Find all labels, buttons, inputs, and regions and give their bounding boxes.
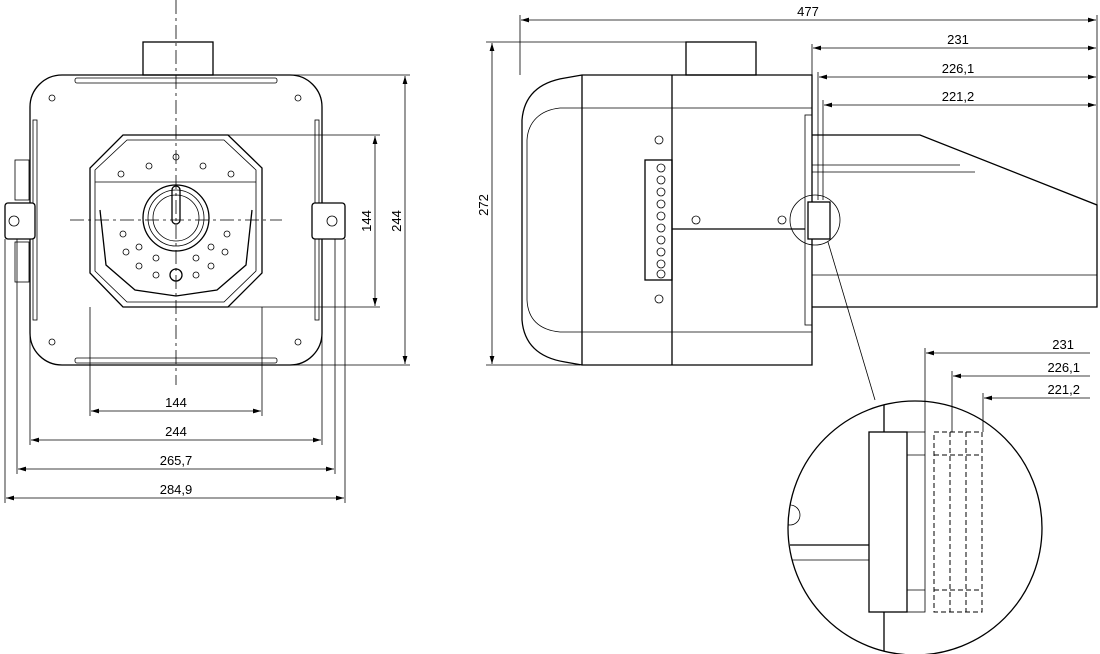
feed-tube — [812, 134, 1098, 308]
dim-front-width-brackets: 265,7 — [160, 453, 193, 468]
flue-stub — [142, 41, 214, 76]
detail-dim-231: 231 — [1052, 337, 1074, 352]
dim-side-height-total: 272 — [476, 194, 491, 216]
detail-dim-221-2: 221,2 — [1047, 382, 1080, 397]
right-bracket — [311, 202, 346, 240]
dim-front-width-outer: 244 — [165, 424, 187, 439]
detail-view: 231 226,1 221,2 — [787, 337, 1090, 654]
dim-front-height-inner: 144 — [359, 210, 374, 232]
dim-front-height-outer: 244 — [389, 210, 404, 232]
side-housing — [521, 74, 813, 366]
left-bracket — [4, 202, 36, 240]
corner-holes — [48, 94, 302, 346]
dim-tube-231: 231 — [947, 32, 969, 47]
detail-marker — [789, 194, 841, 246]
detail-dim-226-1: 226,1 — [1047, 360, 1080, 375]
dim-side-length-total: 477 — [797, 4, 819, 19]
dim-tube-221-2: 221,2 — [942, 89, 975, 104]
side-view: 477 272 231 226,1 221,2 — [476, 4, 1098, 401]
flue-stub-side — [685, 41, 757, 76]
front-view: 144 244 144 244 265,7 284,9 — [4, 0, 410, 503]
dim-front-width-total: 284,9 — [160, 482, 193, 497]
terminal-block — [644, 159, 673, 281]
detail-circle — [787, 400, 1043, 654]
dim-tube-226-1: 226,1 — [942, 61, 975, 76]
grate-holes — [117, 153, 235, 282]
dim-front-width-inner: 144 — [165, 395, 187, 410]
